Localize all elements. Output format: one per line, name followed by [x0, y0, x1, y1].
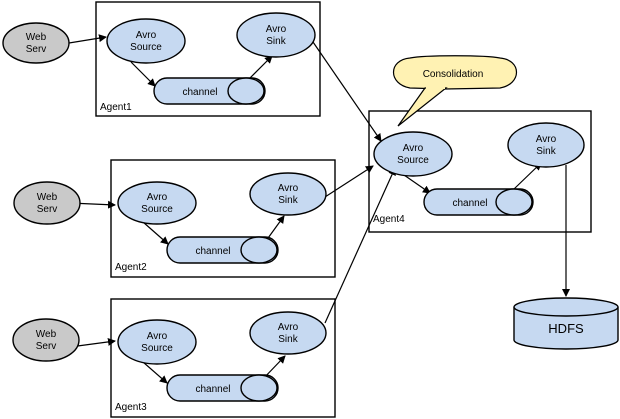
agent3-avro-sink-line2: Sink [278, 334, 298, 345]
agent4-avro-sink-line1: Avro [536, 134, 557, 145]
edge-web1-src1 [68, 34, 107, 44]
agent1-avro-sink-line1: Avro [266, 24, 287, 35]
edge-sink1-src4 [312, 41, 382, 142]
agent2-avro-sink-line1: Avro [278, 183, 299, 194]
agent4-channel-label: channel [452, 198, 487, 209]
hdfs-cylinder: HDFS [513, 297, 619, 350]
agent1-avro-source-line2: Source [130, 42, 162, 53]
consolidation-callout-text: Consolidation [423, 69, 484, 80]
edge-sink3-src4 [324, 167, 396, 324]
edge-src4-ch4 [403, 174, 431, 194]
web-server-1-line2: Serv [26, 44, 47, 55]
web-server-2-line1: Web [37, 192, 58, 203]
agent1-channel: channel [153, 77, 266, 105]
agent3-channel-label: channel [195, 384, 230, 395]
agent2-channel: channel [166, 236, 279, 264]
agent2-avro-source: Avro Source [117, 181, 197, 225]
agent4-avro-source: Avro Source [373, 131, 453, 177]
agent2-channel-label: channel [195, 246, 230, 257]
agent3-channel: channel [166, 374, 279, 402]
web-server-1-line1: Web [26, 32, 47, 43]
agent2-avro-sink: Avro Sink [249, 172, 327, 216]
consolidation-callout: Consolidation [393, 55, 517, 127]
agent3-avro-source-line2: Source [141, 343, 173, 354]
web-server-2-line2: Serv [37, 204, 58, 215]
agent2-avro-source-line2: Source [141, 204, 173, 215]
edges [68, 34, 570, 384]
agent4-avro-source-line1: Avro [403, 143, 424, 154]
web-server-2: Web Serv [13, 181, 81, 225]
agent3-avro-source-line1: Avro [147, 331, 168, 342]
agent4-avro-source-line2: Source [397, 155, 429, 166]
agent1-avro-sink: Avro Sink [236, 12, 316, 58]
agent2-label: Agent2 [115, 262, 147, 273]
edge-src2-ch2 [142, 221, 169, 245]
agent2-avro-sink-line2: Sink [278, 195, 298, 206]
edge-src3-ch3 [142, 361, 168, 384]
web-server-1: Web Serv [2, 22, 70, 64]
agent4-label: Agent4 [373, 214, 405, 225]
web-server-3-line2: Serv [36, 341, 57, 352]
agent3-label: Agent3 [115, 402, 147, 413]
agent4-avro-sink-line2: Sink [536, 146, 556, 157]
agent3-avro-sink-line1: Avro [278, 322, 299, 333]
agent1-avro-source: Avro Source [106, 18, 186, 64]
web-server-3: Web Serv [12, 318, 80, 362]
agent1-avro-source-line1: Avro [136, 30, 157, 41]
agent1-label: Agent1 [100, 102, 132, 113]
edge-sink2-src4 [324, 165, 374, 198]
agent2-avro-source-line1: Avro [147, 192, 168, 203]
hdfs-label: HDFS [548, 321, 584, 336]
agent4-avro-sink: Avro Sink [507, 122, 585, 168]
agent1-avro-sink-line2: Sink [266, 36, 286, 47]
agent3-avro-source: Avro Source [117, 319, 197, 365]
agent3-avro-sink: Avro Sink [249, 311, 327, 355]
edge-ch4-sink4 [513, 162, 542, 190]
edge-src1-ch1 [130, 61, 156, 87]
agent4-channel: channel [423, 188, 534, 216]
agent1-channel-label: channel [182, 87, 217, 98]
web-server-3-line1: Web [36, 329, 57, 340]
